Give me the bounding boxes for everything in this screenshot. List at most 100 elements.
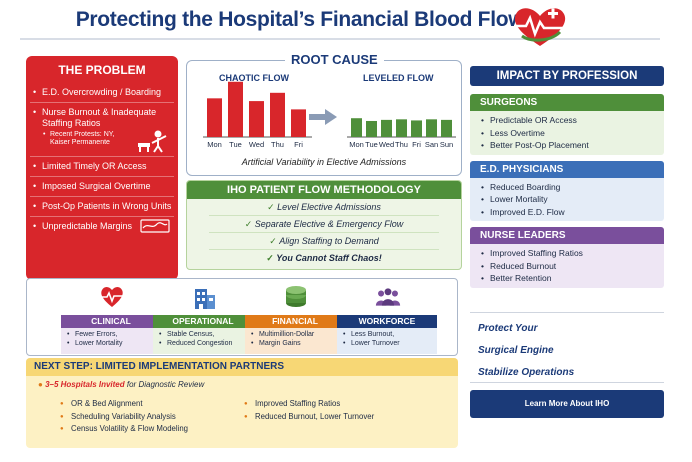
bar-tue xyxy=(366,120,377,137)
root-cause-panel: ROOT CAUSE CHAOTIC FLOW LEVELED FLOW Mon… xyxy=(186,52,462,176)
next-step-list-left: OR & Bed Alignment Scheduling Variabilit… xyxy=(60,398,188,436)
problem-item: Post-Op Patients in Wrong Units xyxy=(30,196,174,216)
category-item: Less Burnout, xyxy=(343,330,433,339)
bar-sun xyxy=(441,119,452,137)
tick-label: Mon xyxy=(207,140,222,149)
problem-item: Unpredictable Margins xyxy=(30,216,174,236)
tick-label: Thu xyxy=(395,140,408,149)
tick-label: San xyxy=(425,140,438,149)
problem-item-label: E.D. Overcrowding / Boarding xyxy=(42,87,162,97)
learn-more-button[interactable]: Learn More About IHO xyxy=(470,390,664,418)
category-item: Multimillion-Dollar xyxy=(251,330,341,339)
bar-fri xyxy=(291,109,306,137)
impact-group-ed-physicians: E.D. PHYSICIANS Reduced Boarding Lower M… xyxy=(470,160,664,221)
problem-item-label: Nurse Burnout & Inadequate Staffing Rati… xyxy=(42,107,157,128)
impact-panel: IMPACT BY PROFESSION SURGEONS Predictabl… xyxy=(470,66,664,288)
people-group-icon xyxy=(375,288,401,306)
protect-tagline: Protect Your Surgical Engine Stabilize O… xyxy=(478,318,658,384)
category-body: Less Burnout, Lower Turnover xyxy=(337,328,437,354)
bullet-icon: ● xyxy=(38,380,46,389)
root-cause-caption: Artificial Variability in Elective Admis… xyxy=(241,157,407,167)
category-clinical: CLINICAL Fewer Errors, Lower Mortality xyxy=(61,283,161,355)
category-workforce: WORKFORCE Less Burnout, Lower Turnover xyxy=(337,283,437,355)
next-step-lead-rest: for Diagnostic Review xyxy=(124,380,205,389)
divider xyxy=(470,312,664,313)
protest-icon xyxy=(138,130,167,153)
tick-label: Wed xyxy=(379,140,394,149)
heart-logo-icon xyxy=(514,8,566,47)
tagline-line: Surgical Engine xyxy=(478,345,554,356)
impact-item: Improved E.D. Flow xyxy=(470,206,664,219)
category-body: Multimillion-Dollar Margin Gains xyxy=(245,328,345,354)
next-step-item: OR & Bed Alignment xyxy=(60,398,188,411)
bar-thu xyxy=(270,92,285,137)
tick-label: Thu xyxy=(271,140,284,149)
next-step-item: Census Volatility & Flow Modeling xyxy=(60,423,188,436)
impact-group-nurse-leaders: NURSE LEADERS Improved Staffing Ratios R… xyxy=(470,227,664,288)
next-step-item: Scheduling Variability Analysis xyxy=(60,411,188,424)
tick-label: Tue xyxy=(229,140,242,149)
money-wave-icon xyxy=(140,219,170,233)
problem-item-label: Post-Op Patients in Wrong Units xyxy=(42,201,172,211)
category-operational: OPERATIONAL Stable Census, Reduced Conge… xyxy=(153,283,253,355)
category-title: CLINICAL xyxy=(61,315,161,328)
category-body: Fewer Errors, Lower Mortality xyxy=(61,328,161,354)
impact-item: Reduced Boarding xyxy=(470,181,664,194)
benefit-categories: CLINICAL Fewer Errors, Lower Mortality O… xyxy=(26,278,458,356)
tick-label: Sun xyxy=(440,140,453,149)
problem-item: Limited Timely OR Access xyxy=(30,156,174,176)
problem-panel: THE PROBLEM E.D. Overcrowding / Boarding… xyxy=(26,56,178,280)
coin-stack-icon xyxy=(286,286,306,307)
category-body: Stable Census, Reduced Congestion xyxy=(153,328,253,354)
category-title: WORKFORCE xyxy=(337,315,437,328)
tick-label: Fri xyxy=(412,140,421,149)
impact-item: Better Retention xyxy=(470,272,664,285)
problem-sub-item: Recent Protests: NY, Kaiser Permanente xyxy=(42,131,122,147)
problem-item-label: Limited Timely OR Access xyxy=(42,161,147,171)
tagline-line: Stabilize Operations xyxy=(478,367,575,378)
next-step-heading: NEXT STEP: LIMITED IMPLEMENTATION PARTNE… xyxy=(26,358,458,376)
category-financial: FINANCIAL Multimillion-Dollar Margin Gai… xyxy=(245,283,345,355)
hospital-building-icon xyxy=(195,289,215,309)
impact-item: Reduced Burnout xyxy=(470,260,664,273)
impact-group-title: SURGEONS xyxy=(470,94,664,111)
divider xyxy=(470,382,664,383)
category-item: Reduced Congestion xyxy=(159,339,249,348)
category-item: Lower Turnover xyxy=(343,339,433,348)
tick-label: Tue xyxy=(365,140,378,149)
impact-item: Predictable OR Access xyxy=(470,114,664,127)
category-item: Lower Mortality xyxy=(67,339,157,348)
next-step-item: Improved Staffing Ratios xyxy=(244,398,374,411)
next-step-lead: ● 3–5 Hospitals Invited for Diagnostic R… xyxy=(26,376,458,389)
methodology-panel: IHO PATIENT FLOW METHODOLOGY Level Elect… xyxy=(186,180,462,270)
category-title: OPERATIONAL xyxy=(153,315,253,328)
next-step-panel: NEXT STEP: LIMITED IMPLEMENTATION PARTNE… xyxy=(26,358,458,448)
impact-item: Less Overtime xyxy=(470,127,664,140)
next-step-item: Reduced Burnout, Lower Turnover xyxy=(244,411,374,424)
impact-group-surgeons: SURGEONS Predictable OR Access Less Over… xyxy=(470,94,664,155)
next-step-lead-bold: 3–5 Hospitals Invited xyxy=(45,380,125,389)
heart-pulse-icon xyxy=(101,287,123,307)
category-title: FINANCIAL xyxy=(245,315,345,328)
chaotic-flow-title: CHAOTIC FLOW xyxy=(219,73,289,83)
problem-item-label: Unpredictable Margins xyxy=(42,221,133,231)
title-divider xyxy=(20,38,660,40)
methodology-item: Align Staffing to Demand xyxy=(209,233,439,250)
category-item: Margin Gains xyxy=(251,339,341,348)
impact-item: Improved Staffing Ratios xyxy=(470,247,664,260)
impact-item: Lower Mortality xyxy=(470,193,664,206)
tick-label: Mon xyxy=(349,140,364,149)
problem-item: Imposed Surgical Overtime xyxy=(30,176,174,196)
methodology-item: Separate Elective & Emergency Flow xyxy=(209,216,439,233)
problem-item: E.D. Overcrowding / Boarding xyxy=(30,83,174,102)
tagline-line: Protect Your xyxy=(478,323,538,334)
category-item: Fewer Errors, xyxy=(67,330,157,339)
leveled-flow-title: LEVELED FLOW xyxy=(363,73,434,83)
problem-heading: THE PROBLEM xyxy=(58,63,146,77)
impact-group-title: NURSE LEADERS xyxy=(470,227,664,244)
methodology-heading: IHO PATIENT FLOW METHODOLOGY xyxy=(187,181,461,199)
impact-heading: IMPACT BY PROFESSION xyxy=(470,66,664,86)
